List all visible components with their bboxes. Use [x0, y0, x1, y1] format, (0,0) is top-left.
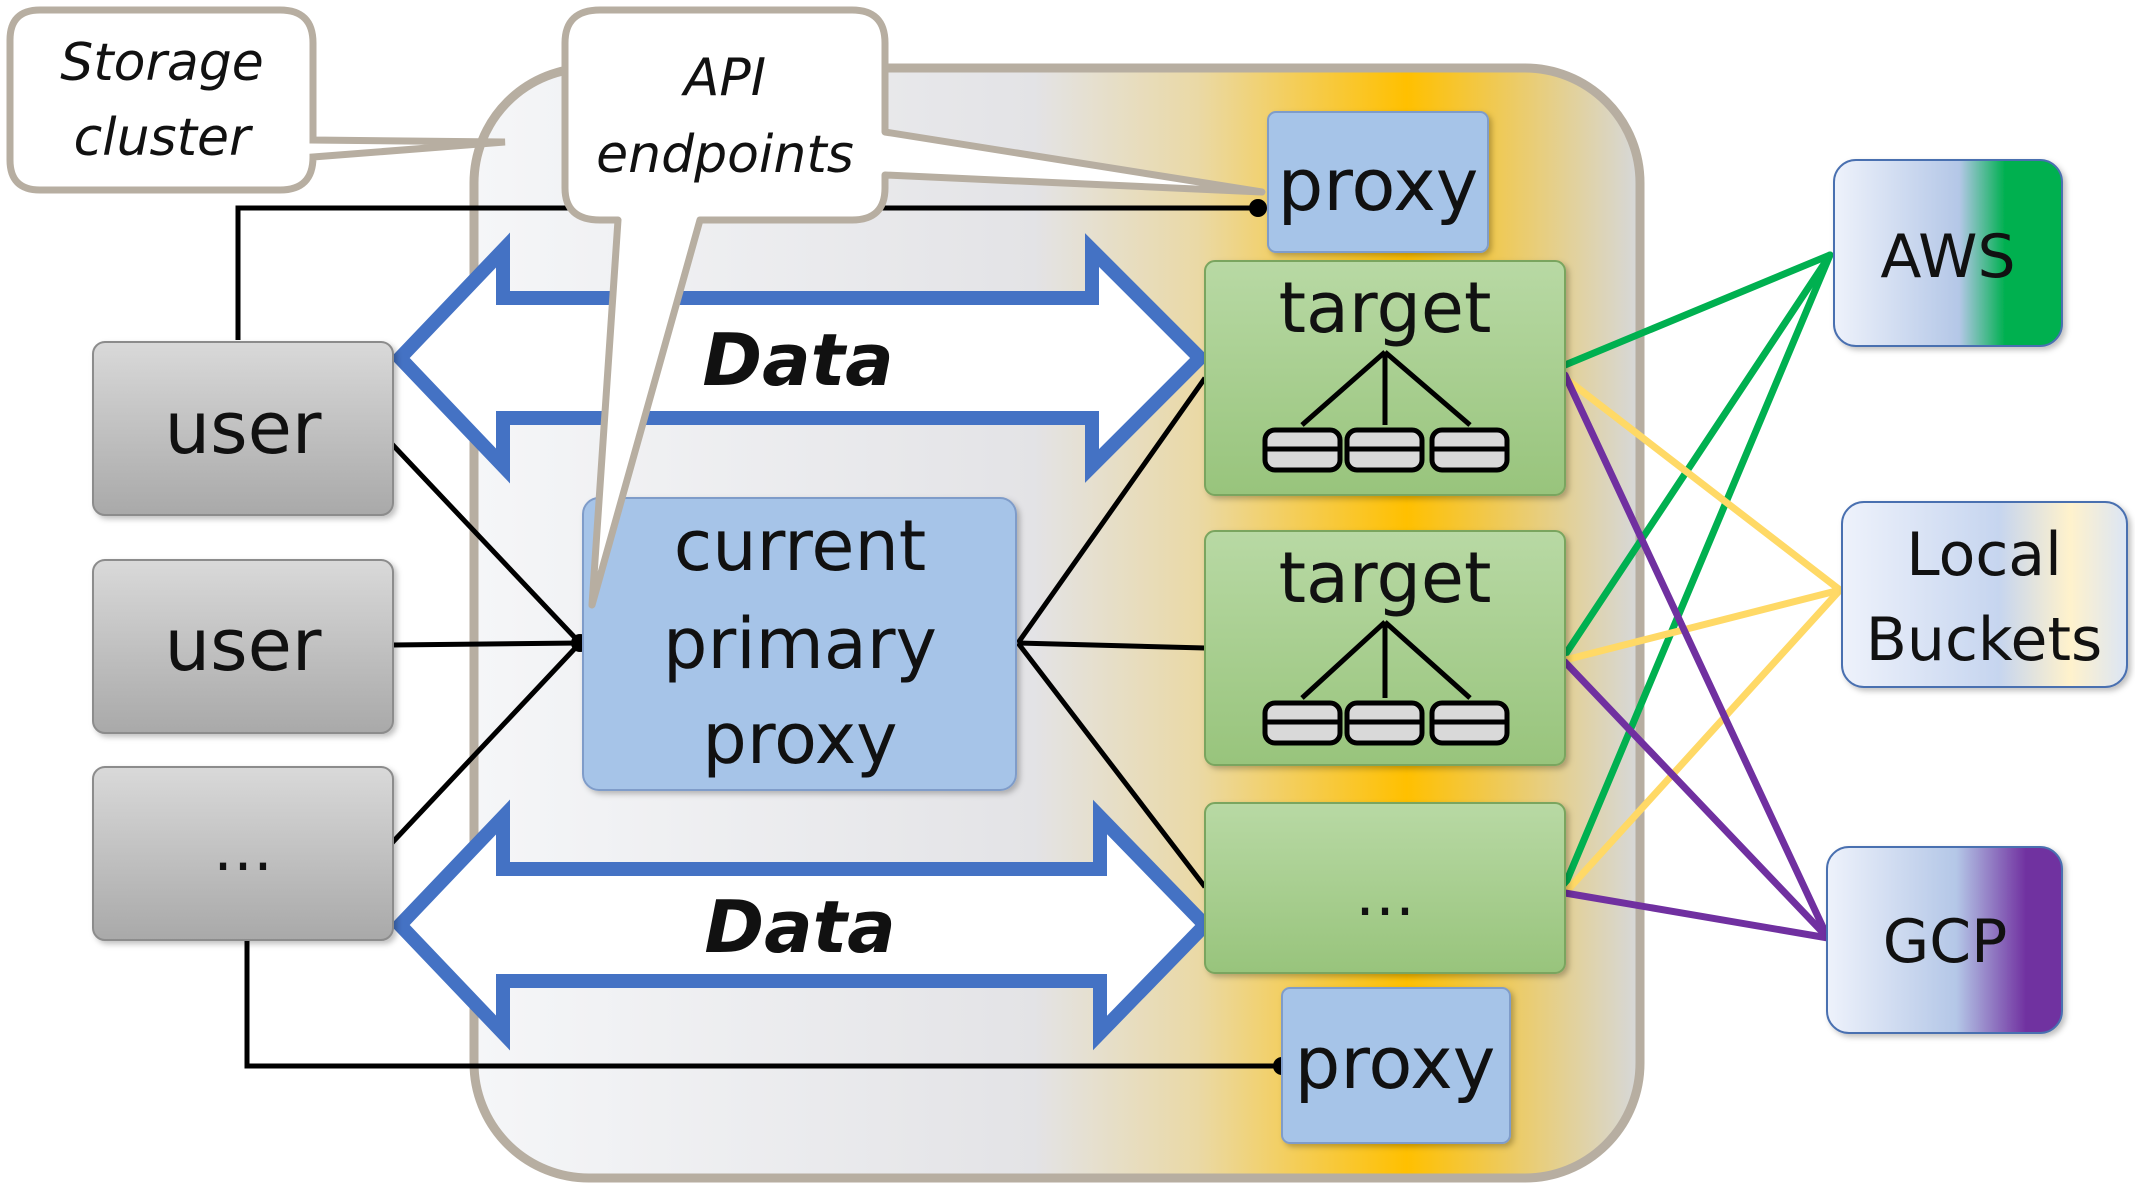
target-box-1: target: [1204, 260, 1566, 496]
data-arrow-top: [390, 232, 1210, 484]
proxy-box-top: proxy: [1267, 111, 1489, 253]
cloud-connections: [1561, 251, 1844, 942]
user-box-3: …: [92, 766, 394, 941]
gcp-backend: GCP: [1826, 846, 2063, 1034]
local-buckets-line-1: Local: [1906, 520, 2062, 590]
user-box-2: user: [92, 559, 394, 734]
primary-proxy-box: current primary proxy: [582, 497, 1017, 791]
user-label: user: [164, 386, 321, 470]
data-label-bottom: Data: [704, 885, 895, 969]
disk-tree-icon: [1262, 620, 1510, 746]
target-label: …: [1355, 860, 1415, 930]
target-label: target: [1279, 537, 1492, 619]
primary-proxy-line-1: current: [674, 505, 927, 587]
gcp-label: GCP: [1883, 907, 2008, 977]
user-label: …: [213, 815, 273, 885]
api-endpoints-line-2: endpoints: [596, 125, 854, 185]
disk-tree-icon: [1262, 350, 1510, 473]
storage-cluster-callout: Storage cluster: [6, 6, 506, 194]
primary-proxy-line-2: primary: [663, 603, 937, 685]
proxy-label: proxy: [1295, 1021, 1496, 1105]
user-connections: [235, 205, 1282, 1069]
local-buckets-line-2: Buckets: [1866, 605, 2102, 675]
api-endpoints-callout: API endpoints: [561, 6, 1266, 609]
proxy-label: proxy: [1278, 143, 1479, 227]
target-box-2: target: [1204, 530, 1566, 766]
primary-target-connections: [1015, 376, 1208, 889]
target-label: target: [1279, 267, 1492, 349]
data-label-top: Data: [702, 318, 893, 402]
user-label: user: [164, 603, 321, 687]
target-box-3: …: [1204, 802, 1566, 974]
aws-label: AWS: [1880, 222, 2015, 292]
storage-cluster-line-1: Storage: [60, 33, 263, 93]
aws-backend: AWS: [1833, 159, 2063, 347]
storage-cluster-line-2: cluster: [74, 108, 254, 168]
api-endpoints-line-1: API: [681, 48, 766, 108]
proxy-box-bottom: proxy: [1281, 987, 1511, 1144]
user-box-1: user: [92, 341, 394, 516]
primary-proxy-line-3: proxy: [702, 698, 897, 780]
top-proxy-endpoint-dot: [1249, 199, 1267, 217]
local-buckets-backend: Local Buckets: [1841, 501, 2128, 688]
